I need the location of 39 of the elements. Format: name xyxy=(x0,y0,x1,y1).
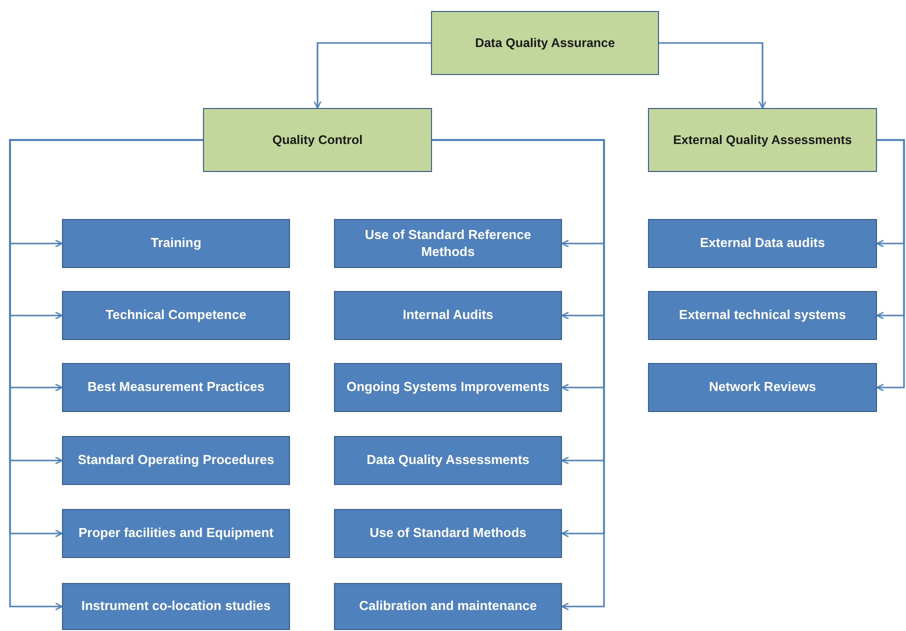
process-box xyxy=(334,509,562,558)
box-label: Use of Standard Methods xyxy=(370,525,526,542)
process-box xyxy=(334,363,562,412)
box-label: Internal Audits xyxy=(402,307,494,324)
process-box xyxy=(62,436,290,485)
box-label: Best Measurement Practices xyxy=(87,379,265,396)
box-label: Training xyxy=(150,235,202,252)
process-box xyxy=(334,436,562,485)
connector-arrow xyxy=(876,139,905,392)
process-box xyxy=(62,291,290,340)
process-box xyxy=(334,291,562,340)
box-label: Technical Competence xyxy=(106,307,246,324)
box-label: Data Quality Assessments xyxy=(366,452,530,469)
process-box xyxy=(648,219,877,268)
box-label: Network Reviews xyxy=(709,379,816,396)
box-label: External Quality Assessments xyxy=(673,132,852,148)
box-label: Quality Control xyxy=(272,132,363,148)
process-box xyxy=(62,219,290,268)
process-box xyxy=(203,108,432,172)
connector-arrow xyxy=(314,42,431,109)
process-box xyxy=(648,108,877,172)
process-box xyxy=(62,583,290,630)
box-label: Proper facilities and Equipment xyxy=(78,525,274,542)
box-label: Data Quality Assurance xyxy=(475,34,615,52)
box-label: Standard Operating Procedures xyxy=(78,452,274,469)
box-label: Use of Standard Reference Methods xyxy=(364,226,532,260)
box-label: Instrument co-location studies xyxy=(81,598,271,615)
process-box xyxy=(648,291,877,340)
connector-arrow xyxy=(659,42,766,109)
process-box xyxy=(334,583,562,630)
box-label: Ongoing Systems Improvements xyxy=(346,379,550,396)
box-label: External Data audits xyxy=(700,235,825,252)
process-box xyxy=(431,11,659,75)
process-box xyxy=(648,363,877,412)
process-box xyxy=(62,509,290,558)
process-box xyxy=(334,219,562,268)
box-label: External technical systems xyxy=(679,307,846,324)
process-box xyxy=(62,363,290,412)
box-label: Calibration and maintenance xyxy=(359,598,537,615)
